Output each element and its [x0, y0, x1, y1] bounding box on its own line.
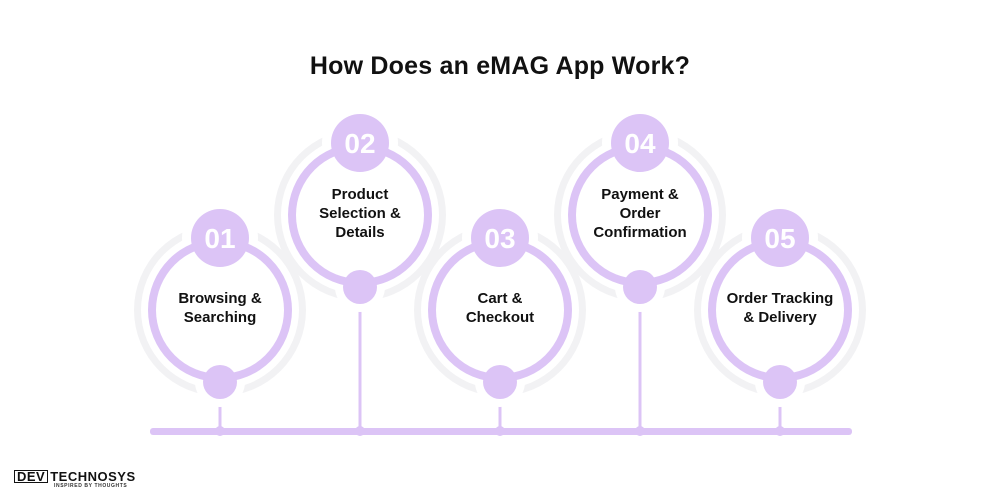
step-number-badge: [191, 209, 249, 267]
step-number: 04: [624, 128, 656, 159]
step-label-02: Product Selection & Details: [319, 185, 401, 241]
step-label-05: Order Tracking & Delivery: [726, 290, 834, 326]
step-03: 03: [414, 200, 586, 436]
step-label-04: Payment & Order Confirmation: [593, 185, 687, 241]
timeline-node: [635, 426, 645, 436]
step-number: 03: [484, 223, 515, 254]
step-inner-disk: [296, 151, 424, 279]
step-number: 02: [344, 128, 375, 159]
step-tail-bubble: [763, 365, 797, 399]
step-number: 01: [204, 223, 235, 254]
timeline-node: [355, 426, 365, 436]
step-tail-bubble: [623, 270, 657, 304]
step-inner-disk: [716, 246, 844, 374]
step-inner-disk: [436, 246, 564, 374]
step-05: 05: [694, 200, 866, 436]
step-label-01: Browsing & Searching: [178, 290, 262, 326]
step-tail-bubble: [483, 365, 517, 399]
step-inner-disk: [156, 246, 284, 374]
logo-tagline: INSPIRED BY THOUGHTS: [54, 483, 128, 489]
step-04: 04: [554, 105, 726, 436]
step-tail-bubble: [343, 270, 377, 304]
step-02: 02: [274, 105, 446, 436]
timeline-node: [775, 426, 785, 436]
step-label-03: Cart & Checkout: [465, 290, 535, 326]
step-number-badge: [751, 209, 809, 267]
step-inner-disk: [576, 151, 704, 279]
logo-dev-mark: DEV: [14, 470, 49, 483]
timeline-node: [495, 426, 505, 436]
step-number: 05: [764, 223, 795, 254]
logo-name: TECHNOSYS: [50, 469, 136, 484]
step-tail-bubble: [203, 365, 237, 399]
page-title: How Does an eMAG App Work?: [309, 52, 691, 80]
timeline-node: [215, 426, 225, 436]
step-number-badge: [611, 114, 669, 172]
step-number-badge: [471, 209, 529, 267]
step-01: 01: [134, 200, 306, 436]
step-number-badge: [331, 114, 389, 172]
